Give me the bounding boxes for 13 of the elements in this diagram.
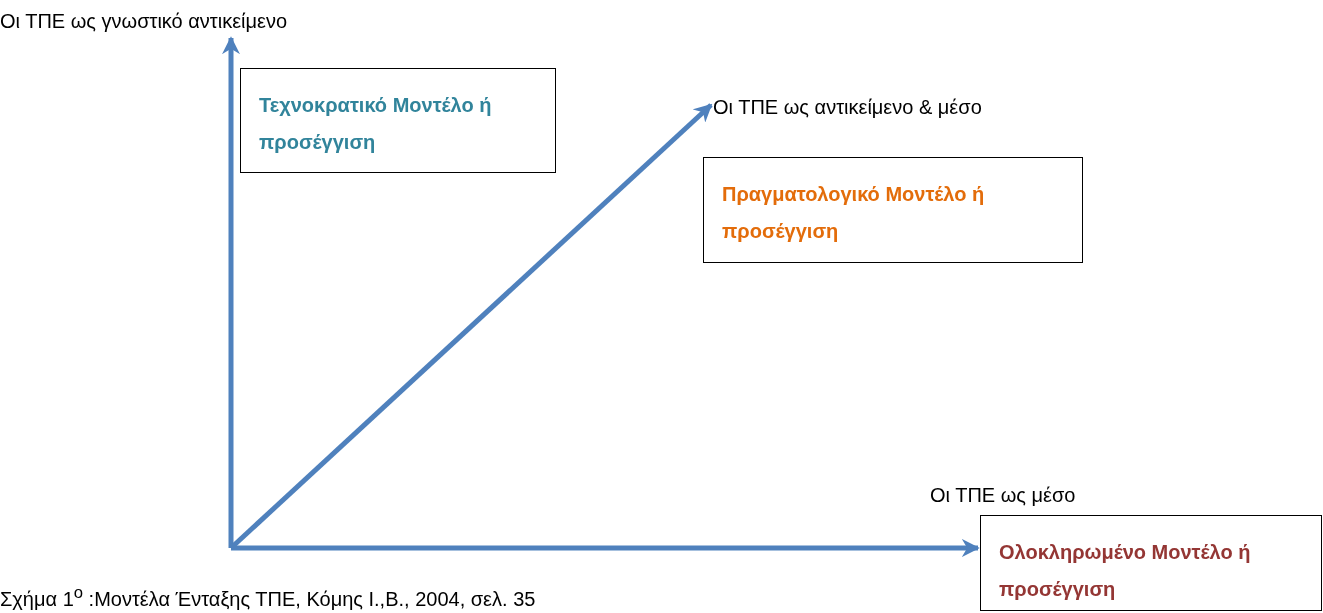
axis-label: Οι ΤΠΕ ως μέσο: [930, 484, 1076, 507]
model-title: Πραγματολογικό Μοντέλο ή προσέγγιση: [722, 182, 986, 244]
arrow: [231, 539, 980, 557]
model-box: [980, 515, 1322, 611]
model-title: Τεχνοκρατικό Μοντέλο ή προσέγγιση: [259, 93, 493, 155]
arrow: [229, 103, 713, 550]
axis-label: Οι ΤΠΕ ως αντικείμενο & μέσο: [713, 96, 982, 119]
axis-label: Οι ΤΠΕ ως γνωστικό αντικείμενο: [0, 10, 288, 33]
model-box: [703, 157, 1083, 263]
model-title: Ολοκληρωμένο Μοντέλο ή προσέγγιση: [999, 540, 1252, 602]
arrow: [222, 36, 240, 548]
model-box: [240, 68, 556, 173]
figure-caption: Σχήμα 1$^{ο}$ :Μοντέλα Ένταξης ΤΠΕ, Κόμης Ι.,Β., 2004, σελ. 35: [0, 583, 536, 611]
